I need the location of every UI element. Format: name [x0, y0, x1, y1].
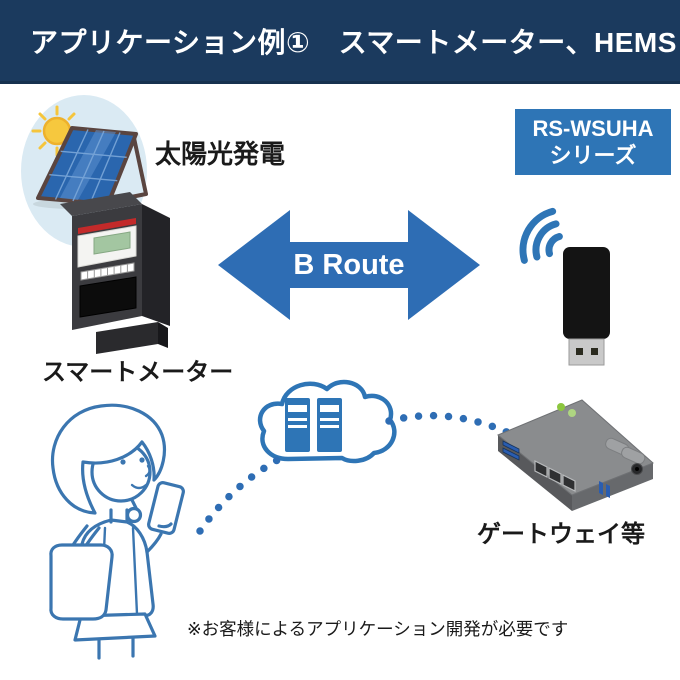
- badge-line2: シリーズ: [549, 143, 637, 168]
- buttons-icon: [605, 437, 646, 465]
- usb-dongle-illustration: [519, 207, 610, 366]
- solar-label: 太陽光発電: [155, 139, 286, 169]
- wifi-icon: [519, 207, 563, 264]
- vent-slots-icon: [599, 481, 610, 498]
- b-route-arrow: [218, 210, 480, 320]
- dotted-path-phone-cloud: [196, 454, 285, 535]
- badge-line1: RS-WSUHA: [532, 115, 654, 141]
- series-badge: RS-WSUHA シリーズ: [515, 109, 671, 175]
- status-led2-icon: [568, 409, 576, 417]
- double-arrow-icon: [218, 210, 480, 320]
- title-banner: アプリケーション例① スマートメーター、HEMS: [0, 0, 680, 84]
- gateway-illustration: [497, 399, 654, 511]
- status-led-icon: [557, 403, 565, 411]
- usb-stick-icon: [563, 247, 610, 366]
- page-title: アプリケーション例① スマートメーター、HEMS: [30, 26, 677, 58]
- smart-meter-illustration: [60, 192, 170, 354]
- developer-note: ※お客様によるアプリケーション開発が必要です: [187, 619, 569, 639]
- solar-power-illustration: [21, 95, 148, 247]
- power-jack-icon: [631, 463, 643, 475]
- person-icon: [49, 403, 185, 660]
- ethernet-ports-icon: [534, 460, 576, 492]
- usb-ports-icon: [502, 440, 520, 461]
- sun-icon: [31, 105, 83, 157]
- gateway-label: ゲートウェイ等: [477, 521, 645, 548]
- server-icon: [285, 398, 342, 452]
- cloud-server-illustration: [257, 379, 397, 464]
- gateway-icon: [497, 399, 654, 511]
- smartphone-icon: [147, 481, 185, 535]
- smart-meter-label: スマートメーター: [42, 359, 234, 386]
- smart-meter-icon: [60, 192, 170, 354]
- person-illustration: [49, 403, 185, 660]
